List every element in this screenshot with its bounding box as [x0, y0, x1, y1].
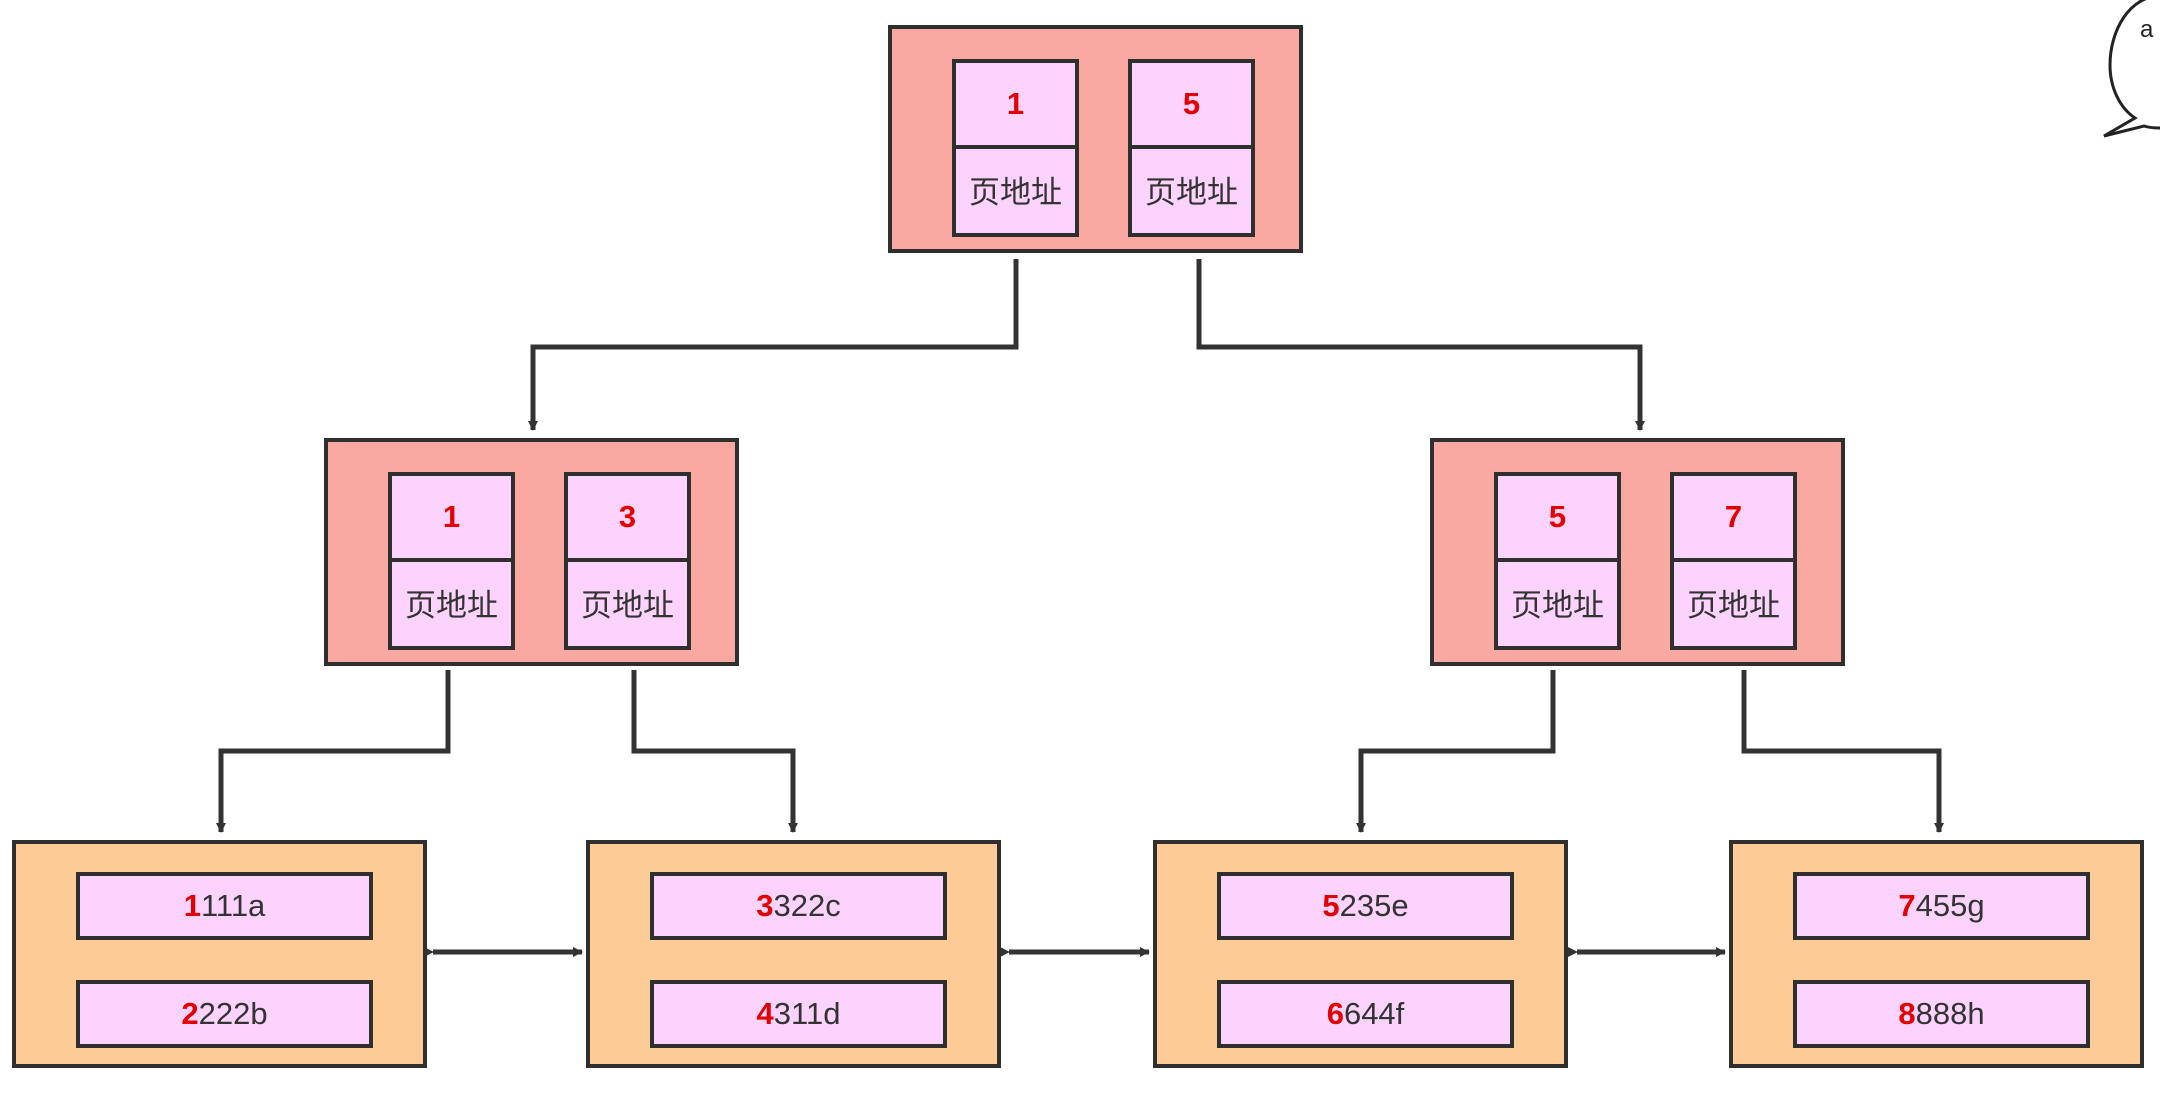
record-value: 644f [1343, 996, 1405, 1031]
edge-internal-left-to-leaf-1 [216, 670, 451, 833]
record-key: 8 [1898, 996, 1916, 1031]
root-key-2: 5 [1132, 63, 1251, 149]
record-value: 455g [1915, 888, 1985, 923]
edge-internal-right-to-leaf-3 [1356, 670, 1556, 833]
record-key: 3 [756, 888, 774, 923]
edge-root-to-internal-left [528, 259, 1019, 431]
internal-right-cell-1: 5 页地址 [1494, 472, 1621, 650]
record-value: 235e [1339, 888, 1409, 923]
internal-right-cell-2: 7 页地址 [1670, 472, 1797, 650]
internal-node-left: 1 页地址 3 页地址 [324, 438, 739, 666]
record-key: 6 [1326, 996, 1344, 1031]
internal-left-pointer-2: 页地址 [581, 588, 674, 623]
record-key: 2 [181, 996, 199, 1031]
record-value: 888h [1915, 996, 1985, 1031]
internal-left-key-1: 1 [392, 476, 511, 562]
root-node: 1 页地址 5 页地址 [888, 25, 1303, 253]
internal-right-pointer-1: 页地址 [1511, 588, 1604, 623]
record-key: 7 [1898, 888, 1916, 923]
record-value: 111a [200, 888, 266, 923]
edge-root-to-internal-right [1196, 259, 1645, 431]
record-key: 5 [1322, 888, 1340, 923]
record-value: 222b [198, 996, 268, 1031]
speech-bubble-icon [2103, 0, 2160, 138]
record-value: 311d [773, 996, 841, 1031]
internal-right-pointer-2: 页地址 [1687, 588, 1780, 623]
root-cell-2: 5 页地址 [1128, 59, 1255, 237]
record-key: 1 [183, 888, 201, 923]
root-pointer-2: 页地址 [1145, 175, 1238, 210]
root-cell-1: 1 页地址 [952, 59, 1079, 237]
internal-left-key-2: 3 [568, 476, 687, 562]
internal-left-cell-1: 1 页地址 [388, 472, 515, 650]
internal-right-key-2: 7 [1674, 476, 1793, 562]
root-pointer-1: 页地址 [969, 175, 1062, 210]
internal-left-cell-2: 3 页地址 [564, 472, 691, 650]
record-key: 4 [756, 996, 774, 1031]
edge-internal-left-to-leaf-2 [631, 670, 798, 833]
internal-node-right: 5 页地址 7 页地址 [1430, 438, 1845, 666]
root-key-1: 1 [956, 63, 1075, 149]
internal-right-key-1: 5 [1498, 476, 1617, 562]
internal-left-pointer-1: 页地址 [405, 588, 498, 623]
speech-bubble-text: a [2140, 16, 2154, 43]
record-value: 322c [773, 888, 841, 923]
edge-internal-right-to-leaf-4 [1741, 670, 1944, 833]
